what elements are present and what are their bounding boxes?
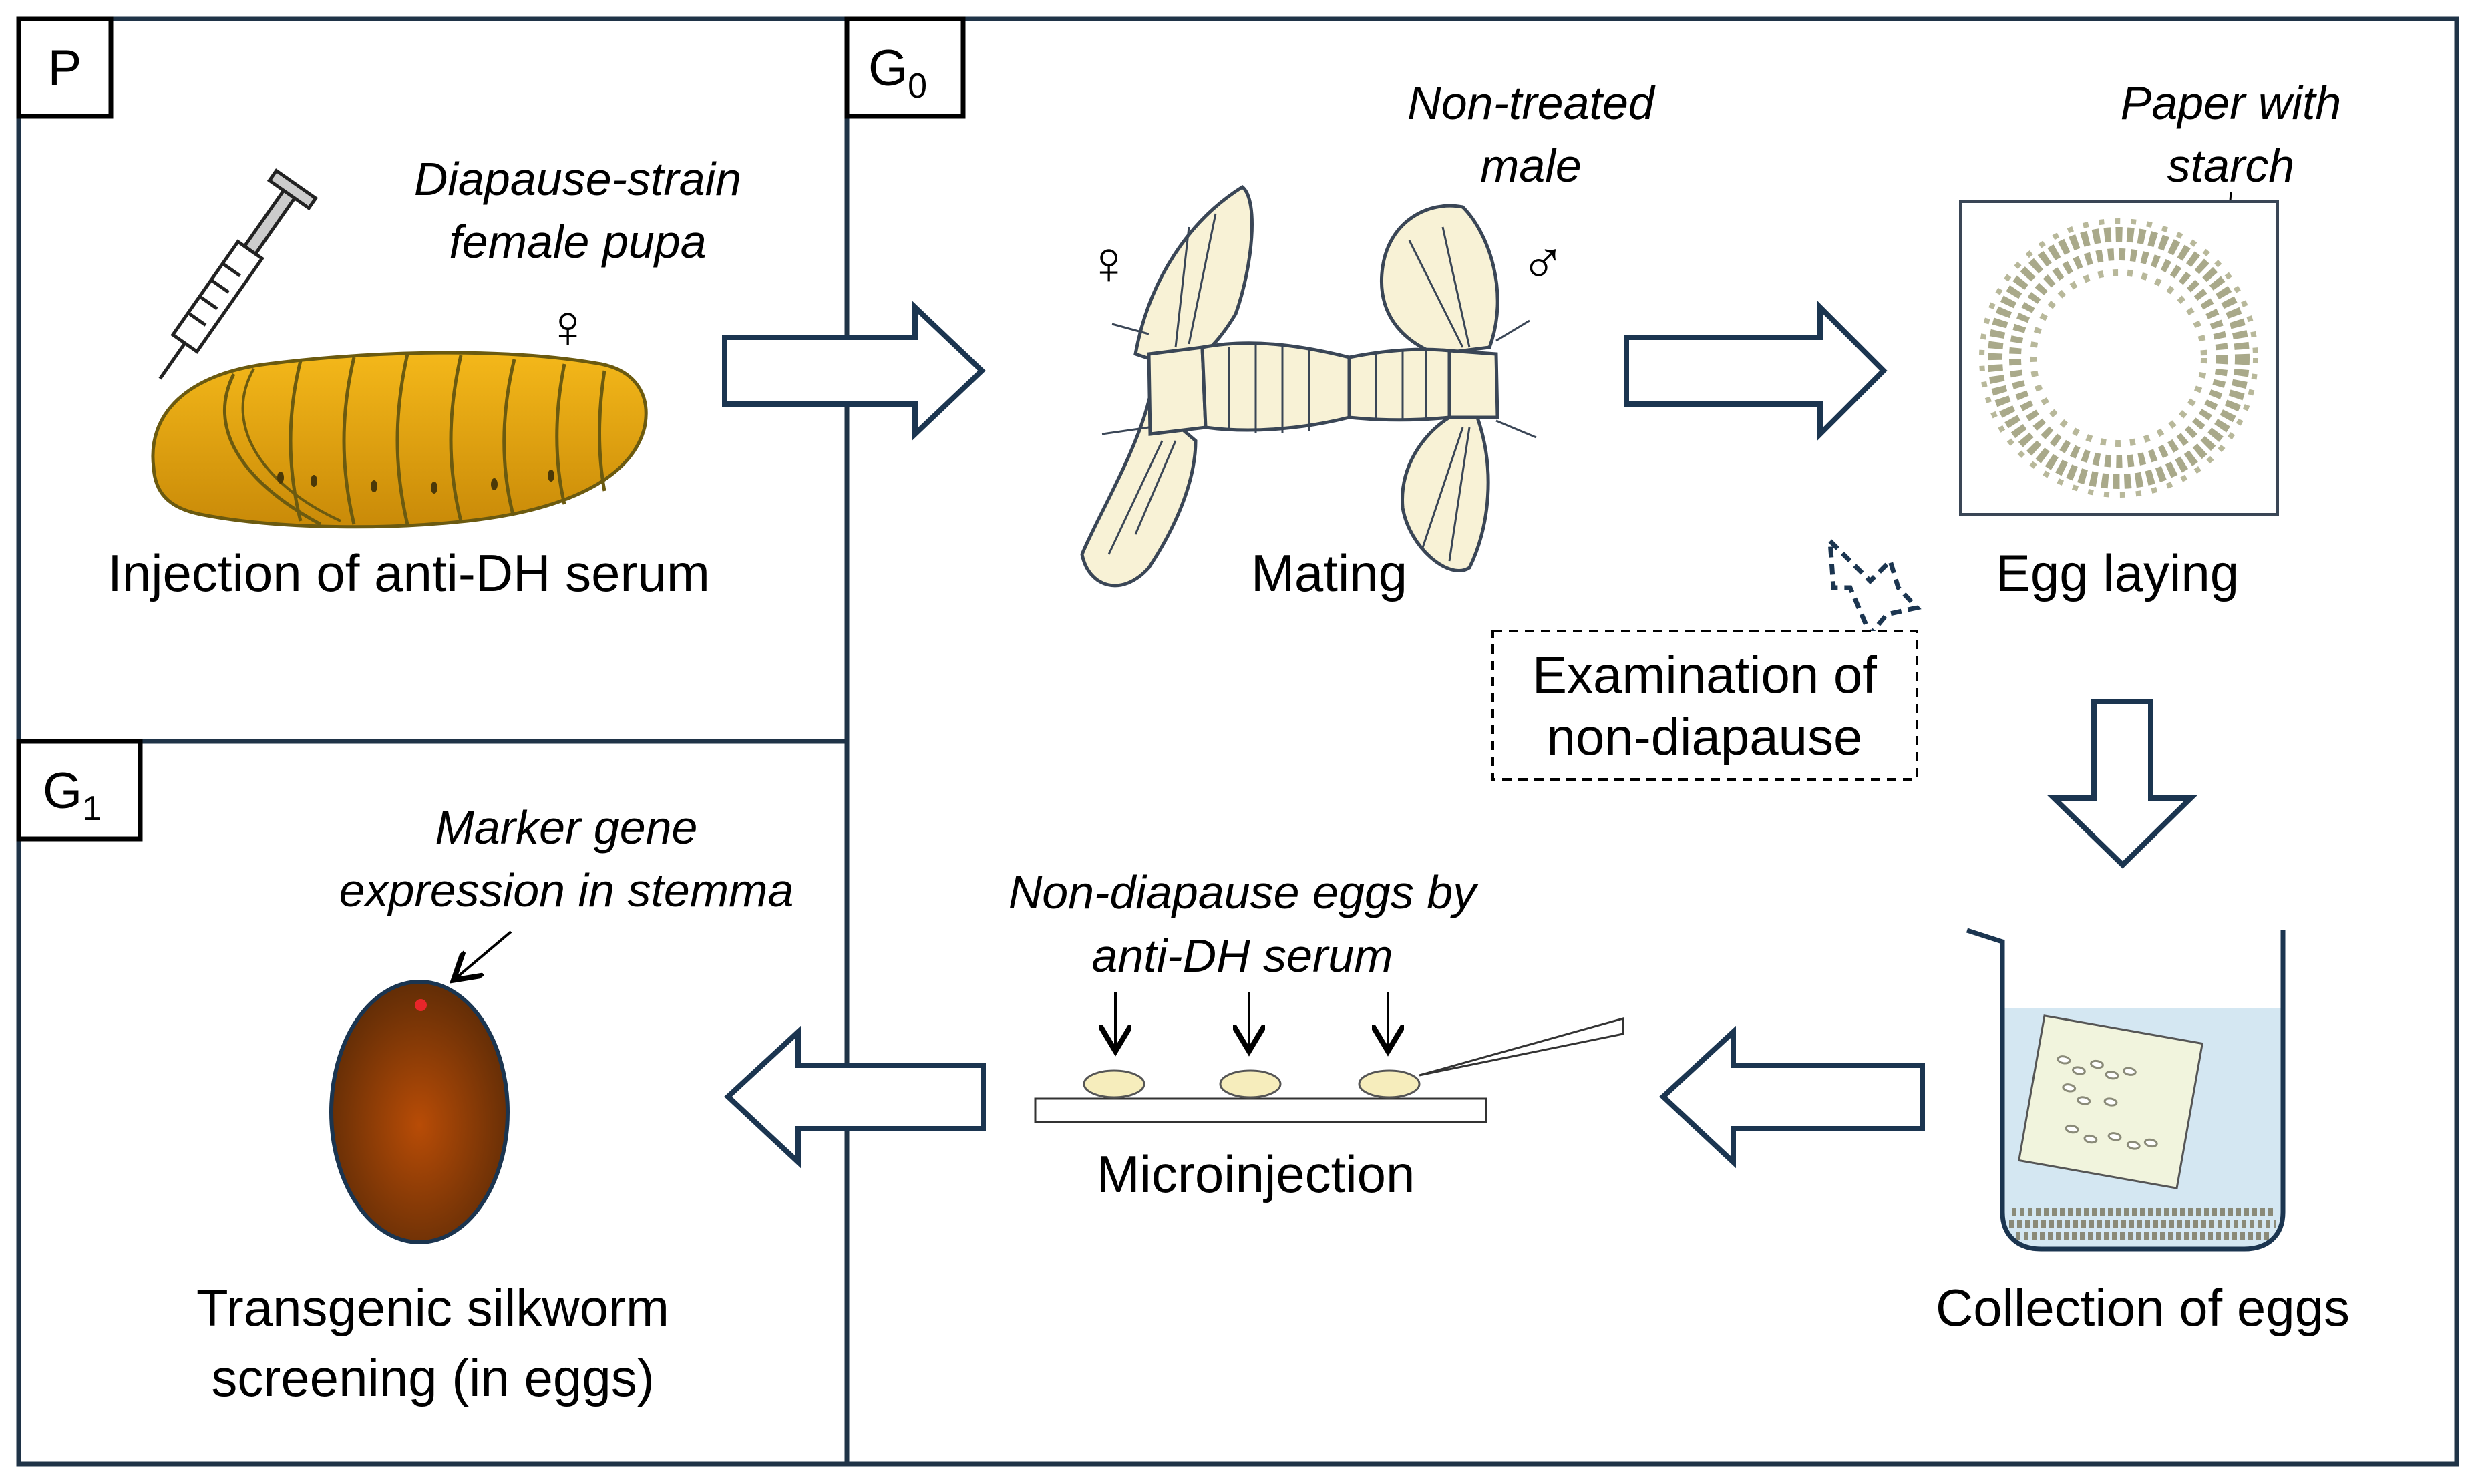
injection-needle [1419,1017,1624,1077]
g1-tag-subscript: 1 [82,789,102,828]
mating-caption: Mating [1251,544,1407,602]
mating-female-symbol: ♀ [1086,229,1132,297]
arrow-microinjection-to-screening [724,1025,986,1169]
floating-paper [2017,1014,2204,1189]
pupa-description-line2: female pupa [449,216,706,268]
examination-line1: Examination of [1532,645,1877,704]
examination-box: Examination of non-diapause [1491,630,1918,781]
microinjection-description-line2: anti-DH serum [1091,930,1393,982]
transgenic-egg [329,980,510,1244]
paper-description-line2: starch [2167,140,2295,192]
g1-tag-letter: G [43,763,82,819]
svg-text:G1: G1 [43,763,102,828]
paper-description-line1: Paper with [2121,77,2342,129]
p-panel: Diapause-strain female pupa ♀ [108,153,741,602]
syringe-icon [158,168,319,380]
arrow-collection-to-microinjection [1659,1025,1925,1169]
screening-caption-line1: Transgenic silkworm [196,1278,669,1337]
g0-mating: Non-treated male ♀ ♂ [1080,77,1656,602]
g0-tag-subscript: 0 [908,67,927,106]
marker-description-line1: Marker gene [435,801,698,854]
panel-tag-p: P [16,16,114,119]
pupa-description-line1: Diapause-strain [414,153,741,205]
marker-description-line2: expression in stemma [339,864,794,916]
examination-dashed-arrow [1827,534,1922,639]
injection-caption: Injection of anti-DH serum [108,544,710,602]
beaker-sediment [2009,1208,2276,1240]
collection-caption: Collection of eggs [1936,1278,2350,1337]
g0-egg-laying: Paper with starch Egg laying [1959,77,2342,602]
marker-dot [415,999,427,1011]
microinjection-description-line1: Non-diapause eggs by [1009,866,1479,918]
moth-pair-icon [1080,184,1537,588]
svg-text:P: P [48,40,82,97]
g0-collection: Collection of eggs [1936,928,2350,1337]
microinjection-eggs [1083,1069,1421,1099]
pupa-icon [151,351,648,529]
microinjection-caption: Microinjection [1097,1145,1415,1203]
mating-male-symbol: ♂ [1520,229,1566,297]
panel-tag-g0: G0 [844,16,966,119]
g1-panel: Marker gene expression in stemma Transge… [196,801,793,1407]
glass-slide [1034,1097,1487,1123]
egg-ring [1979,218,2258,498]
female-symbol: ♀ [545,293,591,361]
beaker-icon [1966,928,2286,1252]
arrow-mating-to-laying [1624,301,1888,441]
male-description-line2: male [1480,140,1582,192]
egg-laying-caption: Egg laying [1996,544,2239,602]
stemma-pointer [456,930,512,978]
block-arrows [722,301,2197,1169]
g0-microinjection: Non-diapause eggs by anti-DH serum Micro… [1009,866,1624,1203]
male-description-line1: Non-treated [1407,77,1656,129]
arrow-laying-to-collection [2047,699,2197,869]
panel-tag-g1: G1 [16,739,143,842]
svg-text:G0: G0 [868,40,927,106]
egg-pointer-arrows [1115,992,1388,1049]
screening-caption-line2: screening (in eggs) [211,1348,654,1407]
examination-line2: non-diapause [1547,707,1863,766]
arrow-p-to-mating [722,301,986,441]
g0-tag-letter: G [868,40,908,97]
